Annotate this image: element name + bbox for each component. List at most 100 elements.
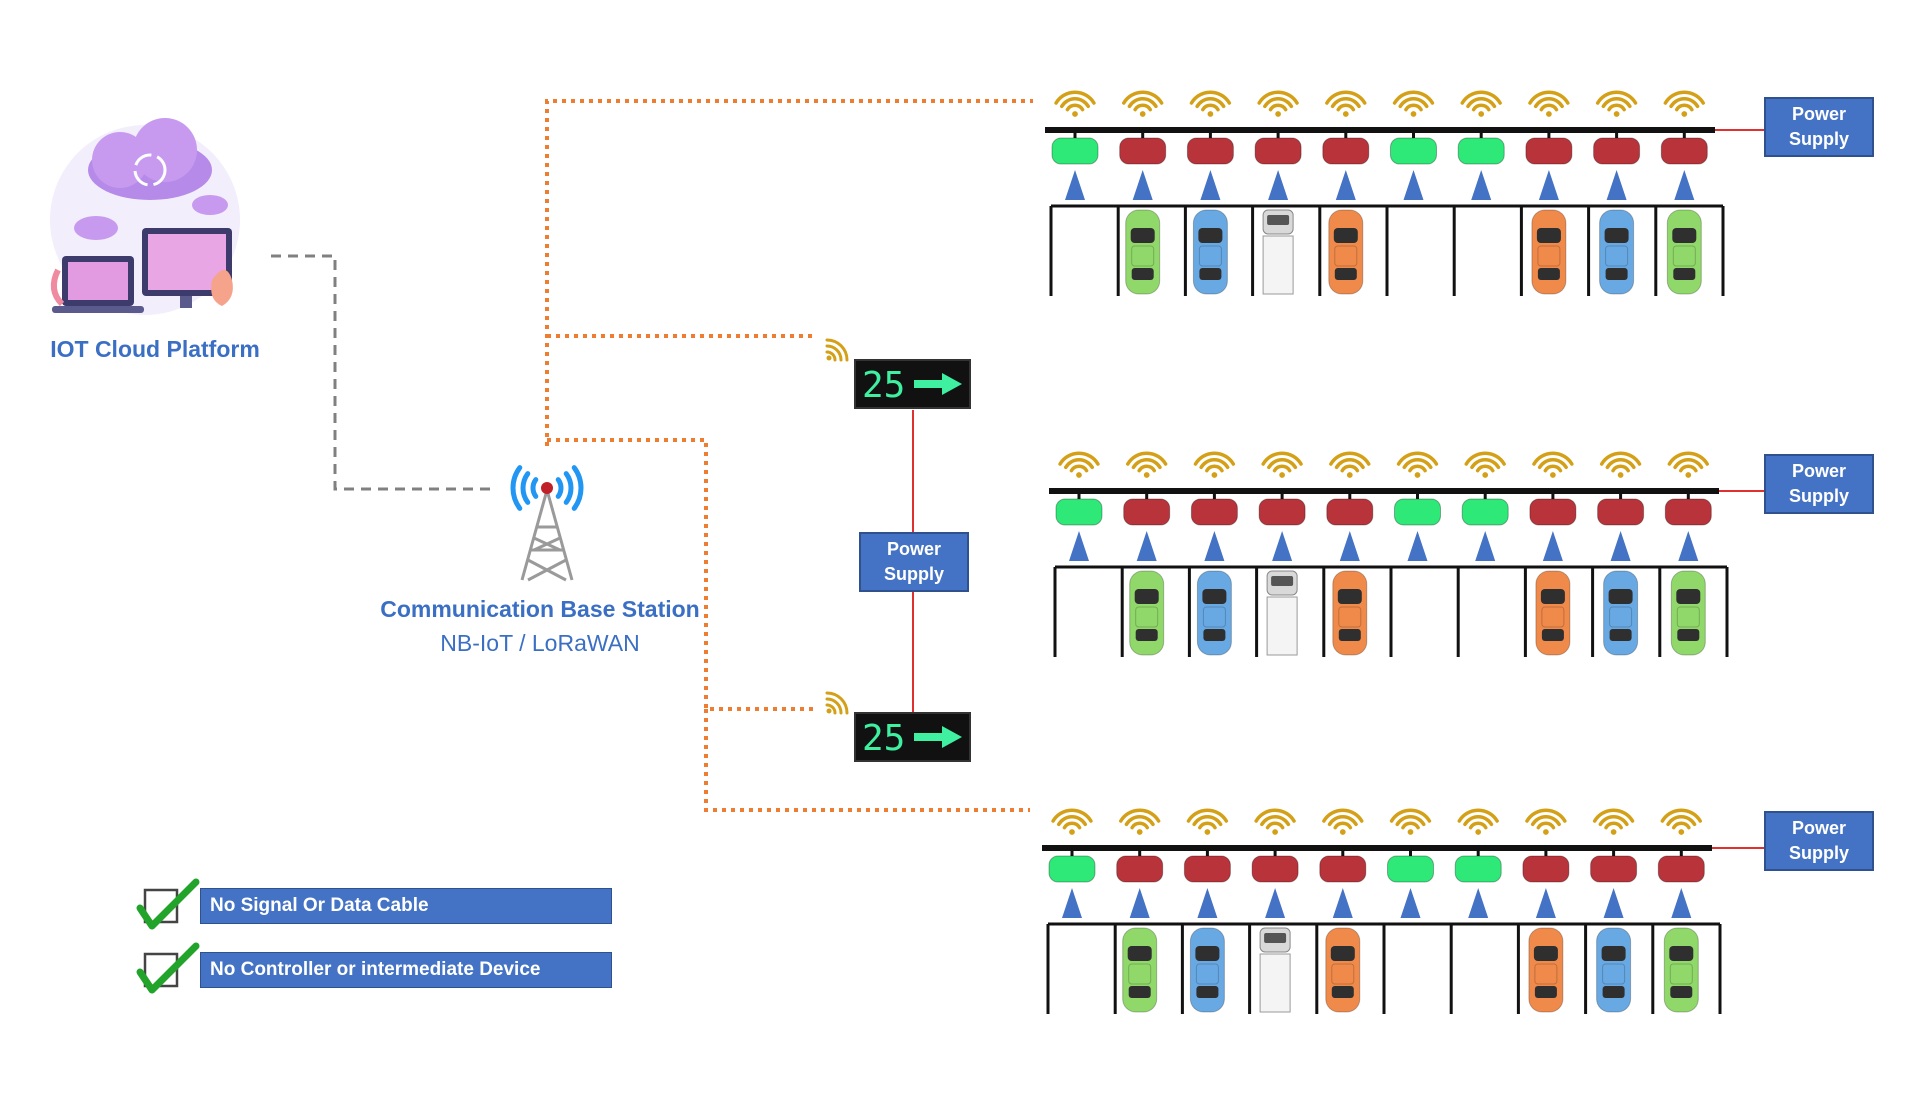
- truck-icon: [1266, 570, 1298, 656]
- wifi-icon: [1460, 90, 1502, 117]
- wifi-corner-icon: [825, 691, 849, 715]
- wifi-icon: [1396, 451, 1439, 478]
- ultrasonic-sensor-icon: [1332, 888, 1353, 918]
- wifi-icon: [1592, 808, 1635, 835]
- ultrasonic-sensor-icon: [1606, 170, 1627, 200]
- ultrasonic-sensor-icon: [1272, 531, 1293, 561]
- power-supply-row-1: Power Supply: [1764, 97, 1874, 157]
- power-supply-displays: Power Supply: [859, 532, 969, 592]
- ultrasonic-sensor-icon: [1339, 531, 1360, 561]
- laptop-display: [68, 262, 128, 300]
- indicator-light-red: [1183, 855, 1231, 883]
- ultrasonic-sensor-icon: [1542, 531, 1563, 561]
- car-icon: [1196, 570, 1232, 656]
- indicator-light-red: [1119, 137, 1167, 165]
- ultrasonic-sensor-icon: [1197, 888, 1218, 918]
- car-icon: [1332, 570, 1368, 656]
- wifi-icon: [1663, 90, 1705, 117]
- feature-no-cable: No Signal Or Data Cable: [200, 888, 612, 924]
- small-cloud: [192, 195, 228, 215]
- ultrasonic-sensor-icon: [1335, 170, 1356, 200]
- indicator-light-red: [1116, 855, 1164, 883]
- power-supply-label-line2: Supply: [883, 564, 944, 584]
- parking-row-2: [1049, 451, 1764, 657]
- indicator-light-green: [1387, 855, 1434, 883]
- base-station-protocol: NB-IoT / LoRaWAN: [440, 630, 640, 656]
- wifi-icon: [1595, 90, 1638, 117]
- car-icon: [1122, 927, 1158, 1013]
- wifi-icon: [1261, 451, 1303, 478]
- ultrasonic-sensor-icon: [1674, 170, 1695, 200]
- wifi-icon: [1532, 451, 1574, 478]
- indicator-light-red: [1522, 855, 1570, 883]
- indicator-light-green: [1461, 498, 1509, 526]
- ultrasonic-sensor-icon: [1535, 888, 1556, 918]
- power-supply-label-line2: Supply: [1788, 843, 1849, 863]
- parking-row-3: [1042, 808, 1764, 1014]
- base-station-title: Communication Base Station: [380, 596, 700, 622]
- guidance-display-2: 25: [825, 691, 971, 762]
- car-icon: [1325, 927, 1361, 1013]
- ultrasonic-sensor-icon: [1407, 531, 1428, 561]
- link-row-3: [704, 709, 1030, 812]
- wifi-icon: [1389, 808, 1432, 835]
- wifi-icon: [1054, 90, 1096, 117]
- power-supply-label-line2: Supply: [1788, 129, 1849, 149]
- network-links: [271, 99, 1033, 812]
- wifi-icon: [1257, 90, 1299, 117]
- signal-wave-left: [510, 465, 523, 511]
- indicator-light-red: [1326, 498, 1374, 526]
- truck-icon: [1259, 927, 1291, 1013]
- signal-wave-right: [555, 477, 564, 499]
- tower-frame: [520, 489, 574, 582]
- signal-wave-right: [571, 465, 584, 511]
- signal-wave-right: [563, 471, 574, 505]
- truck-icon: [1262, 209, 1294, 295]
- wifi-icon: [1189, 90, 1232, 117]
- power-supply-label-line1: Power: [1791, 461, 1847, 481]
- parking-row-1: [1045, 90, 1764, 296]
- car-icon: [1596, 927, 1632, 1013]
- car-icon: [1670, 570, 1706, 656]
- wifi-icon: [1464, 451, 1506, 478]
- indicator-light-red: [1593, 137, 1641, 165]
- indicator-light-red: [1529, 498, 1577, 526]
- wifi-icon: [1122, 90, 1164, 117]
- indicator-light-red: [1597, 498, 1645, 526]
- wifi-icon: [1599, 451, 1642, 478]
- ultrasonic-sensor-icon: [1400, 888, 1421, 918]
- wifi-icon: [1525, 808, 1567, 835]
- feature-no-controller: No Controller or intermediate Device: [200, 952, 612, 988]
- small-cloud: [74, 216, 118, 240]
- wifi-icon: [1457, 808, 1499, 835]
- parking-rows: [1042, 90, 1764, 1014]
- feature-checks: [136, 878, 200, 994]
- indicator-light-red: [1319, 855, 1367, 883]
- guidance-display-1: 25: [825, 338, 971, 409]
- ultrasonic-sensor-icon: [1471, 170, 1492, 200]
- indicator-light-red: [1251, 855, 1299, 883]
- ultrasonic-sensor-icon: [1062, 888, 1082, 918]
- car-icon: [1125, 209, 1161, 295]
- ultrasonic-sensor-icon: [1132, 170, 1153, 200]
- indicator-light-red: [1322, 137, 1370, 165]
- monitor-stand: [180, 296, 192, 308]
- checkmark-icon: [136, 878, 200, 930]
- wifi-icon: [1051, 808, 1093, 835]
- wifi-icon: [1254, 808, 1296, 835]
- link-row-1: [545, 99, 1033, 446]
- sync-icon: [133, 153, 167, 187]
- car-icon: [1531, 209, 1567, 295]
- ultrasonic-sensor-icon: [1403, 170, 1424, 200]
- ultrasonic-sensor-icon: [1538, 170, 1559, 200]
- car-icon: [1599, 209, 1635, 295]
- wifi-icon: [1322, 808, 1364, 835]
- indicator-light-green: [1394, 498, 1441, 526]
- power-supply-row-3: Power Supply: [1764, 811, 1874, 871]
- indicator-light-green: [1048, 855, 1096, 883]
- car-icon: [1663, 927, 1699, 1013]
- cloud-platform-icon: [50, 118, 240, 315]
- base-station-tower-icon: [510, 465, 584, 582]
- display-count: 25: [862, 365, 905, 406]
